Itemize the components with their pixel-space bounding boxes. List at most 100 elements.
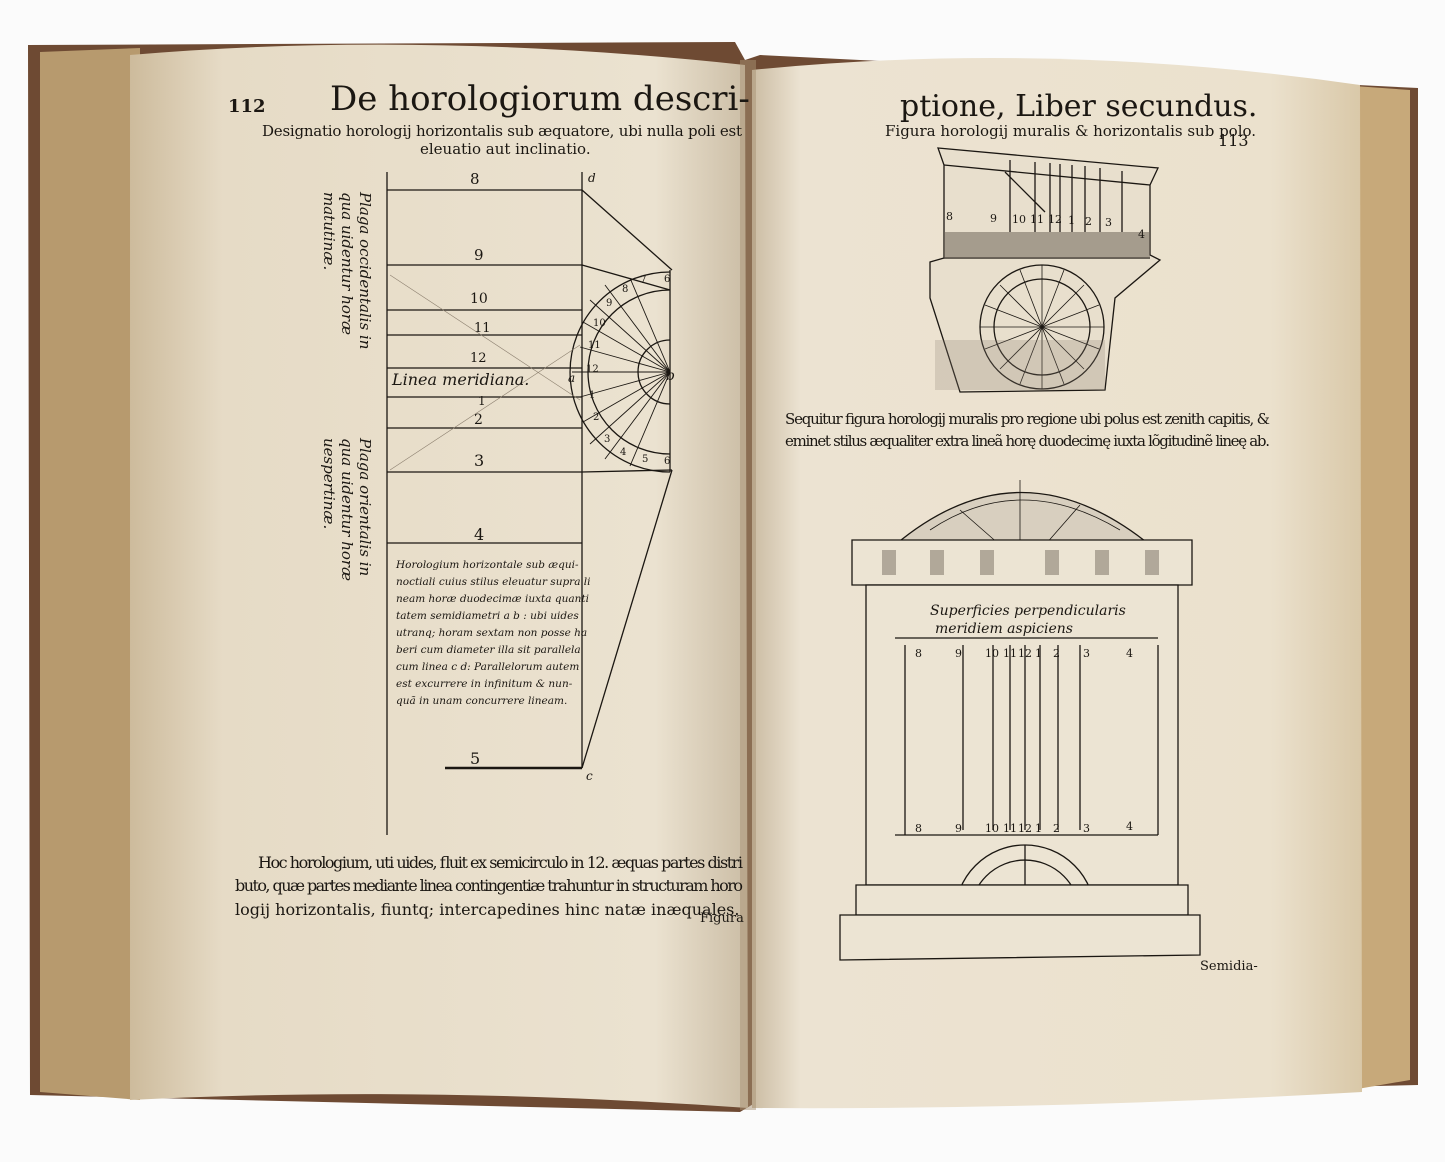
left-page-number: 112	[228, 96, 266, 117]
printed-text: 1	[478, 394, 486, 408]
printed-text: tatem semidiametri a b : ubi uides	[396, 610, 579, 622]
printed-text: 4	[1126, 820, 1133, 833]
printed-text: cum linea c d: Parallelorum autem	[396, 661, 579, 673]
printed-text: 2	[1085, 215, 1092, 228]
printed-text: 10	[985, 647, 999, 660]
printed-text: 3	[474, 451, 484, 470]
printed-text: 12	[586, 364, 599, 375]
printed-text: 7	[640, 275, 646, 286]
printed-text: matutinæ.	[320, 192, 338, 270]
printed-text: eminet stilus æqualiter extra lineã horę…	[785, 432, 1270, 450]
printed-text: 6	[664, 456, 670, 467]
printed-text: 8	[622, 284, 628, 295]
printed-text: 4	[474, 525, 484, 544]
printed-text: qua uidentur horæ	[338, 438, 356, 581]
printed-text: 9	[990, 212, 997, 225]
left-page	[130, 44, 748, 1108]
left-page-edges	[40, 48, 140, 1100]
printed-text: 11	[1003, 647, 1017, 660]
printed-text: est excurrere in infinitum & nun-	[396, 678, 573, 690]
right-running-head: ptione, Liber secundus.	[900, 89, 1257, 124]
printed-text: 2	[1053, 822, 1060, 835]
printed-text: 2	[593, 412, 599, 423]
mural-hour-labels: 8 9 10 11 12 1 2 3 4	[946, 210, 1145, 241]
printed-text: 12	[1018, 822, 1032, 835]
printed-text: 12	[1018, 647, 1032, 660]
printed-text: 11	[1030, 213, 1044, 226]
printed-text: 8	[946, 210, 953, 223]
east-side-label: Plaga orientalis in qua uidentur horæ ue…	[320, 437, 374, 581]
printed-text: 3	[604, 434, 610, 445]
left-body-text: Hoc horologium, uti uides, fluit ex semi…	[235, 853, 743, 919]
printed-text: 5	[470, 749, 480, 768]
printed-text: utranq; horam sextam non posse ha	[396, 627, 587, 639]
printed-text: noctiali cuius stilus eleuatur supra li	[396, 576, 591, 588]
printed-text: 8	[470, 170, 480, 188]
printed-text: 1	[1035, 822, 1042, 835]
printed-text: b	[666, 368, 675, 384]
printed-text: 2	[1053, 647, 1060, 660]
printed-text: logij horizontalis, fiuntq; intercapedin…	[235, 900, 739, 919]
printed-text: 3	[1083, 822, 1090, 835]
printed-text: buto, quæ partes mediante linea continge…	[235, 876, 743, 895]
printed-text: Hoc horologium, uti uides, fluit ex semi…	[258, 853, 743, 872]
printed-text: meridiem aspiciens	[935, 621, 1073, 637]
printed-text: 8	[915, 647, 922, 660]
printed-text: 1	[1068, 214, 1075, 227]
printed-text: 9	[474, 246, 484, 264]
printed-text: 9	[955, 647, 962, 660]
printed-text: Plaga orientalis in	[356, 437, 374, 576]
printed-text: 10	[1012, 213, 1026, 226]
printed-text: uespertinæ.	[320, 438, 338, 529]
left-caption-line2: eleuatio aut inclinatio.	[420, 140, 591, 158]
printed-text: 12	[470, 351, 487, 366]
mural-sundial-diagram	[929, 147, 1162, 393]
right-caption: Figura horologij muralis & horizontalis …	[885, 122, 1256, 140]
printed-text: 5	[642, 454, 648, 465]
meridian-label: Linea meridiana.	[391, 370, 529, 389]
printed-text: 2	[474, 412, 483, 428]
printed-text: beri cum diameter illa sit parallela	[396, 644, 581, 656]
printed-text: 8	[915, 822, 922, 835]
printed-text: 11	[1003, 822, 1017, 835]
printed-text: 9	[955, 822, 962, 835]
tower-hour-labels: 8 9 10 11 12 1 2 3 4 8 9 10 11 12 1 2 3 …	[915, 647, 1133, 835]
printed-text: 4	[620, 447, 626, 458]
printed-text: d	[588, 171, 596, 185]
printed-text: Sequitur figura horologij muralis pro re…	[785, 410, 1270, 428]
tower-sundial-diagram	[839, 480, 1201, 961]
left-running-head: De horologiorum descri-	[330, 79, 750, 119]
printed-text: 9	[606, 298, 612, 309]
printed-text: Superficies perpendicularis	[930, 603, 1126, 619]
printed-text: 4	[1138, 228, 1145, 241]
printed-text: 10	[985, 822, 999, 835]
left-caption-line1: Designatio horologij horizontalis sub æq…	[262, 122, 742, 140]
printed-text: 3	[1083, 647, 1090, 660]
printed-text: 3	[1105, 216, 1112, 229]
printed-text: 1	[589, 390, 595, 401]
printed-text: 1	[1035, 647, 1042, 660]
printed-text: 12	[1048, 213, 1062, 226]
printed-text: qua uidentur horæ	[338, 192, 356, 335]
printed-text: Plaga occidentalis in	[356, 191, 374, 349]
horizontal-sundial-diagram	[386, 172, 673, 835]
printed-text: a	[568, 371, 575, 385]
printed-text: 11	[474, 321, 491, 336]
semicircle-numbers: 6 7 8 9 10 11 12 1 2 3 4 5 6	[586, 274, 670, 467]
right-catchword: Semidia-	[1200, 959, 1258, 974]
printed-text: c	[586, 769, 593, 783]
right-page-number: 113	[1218, 131, 1249, 150]
left-catchword: Figura	[700, 911, 744, 926]
printed-text: 6	[664, 274, 670, 285]
printed-text: 10	[593, 318, 606, 329]
hour-labels-left: 8 9 10 11 12 1 2 3 4 5 Linea meridiana. …	[391, 170, 675, 783]
printed-text: 10	[470, 291, 488, 307]
tower-label: Superficies perpendicularis meridiem asp…	[930, 603, 1126, 637]
printed-text: neam horæ duodecimæ iuxta quanti	[396, 593, 589, 605]
printed-text: 11	[588, 340, 601, 351]
printed-text: quã in unam concurrere lineam.	[396, 695, 567, 707]
gutter	[740, 60, 756, 1110]
printed-text: 4	[1126, 647, 1133, 660]
